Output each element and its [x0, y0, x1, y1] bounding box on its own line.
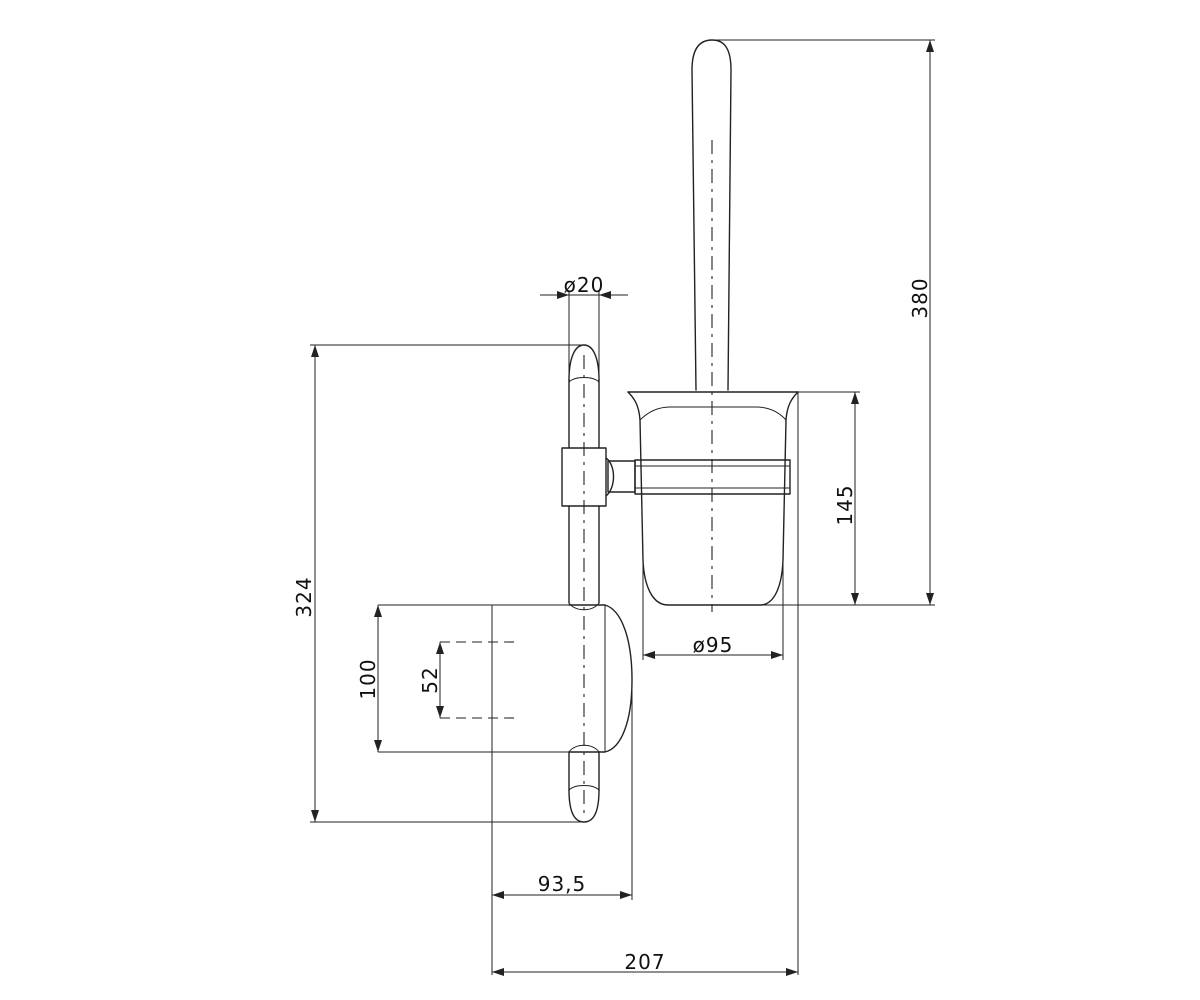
dim-label-380: 380 — [908, 277, 932, 318]
dim-label-52: 52 — [418, 666, 442, 693]
vertical-rail — [561, 344, 607, 823]
dim-label-145: 145 — [833, 484, 857, 525]
dim-label-dia95: ø95 — [693, 633, 734, 657]
dim-label-100: 100 — [356, 658, 380, 699]
dim-label-dia20: ø20 — [564, 273, 605, 297]
dimension-145: 145 — [798, 391, 860, 605]
dimension-52: 52 — [418, 642, 444, 718]
dim-label-207: 207 — [624, 950, 665, 974]
dimension-dia95: ø95 — [642, 560, 784, 660]
dimension-93-5: 93,5 — [491, 605, 633, 975]
dimension-100: 100 — [356, 605, 382, 752]
mounting-holes — [440, 641, 520, 719]
brush-handle — [691, 39, 732, 612]
dimension-324: 324 — [292, 344, 584, 823]
dimension-dia20: ø20 — [540, 273, 628, 380]
dim-label-93-5: 93,5 — [538, 872, 587, 896]
dim-label-324: 324 — [292, 576, 316, 617]
brush-cup — [627, 391, 799, 606]
dimension-380: 380 — [712, 39, 935, 606]
wall-bracket — [378, 604, 633, 753]
dimension-207: 207 — [492, 392, 799, 976]
holder-arm — [605, 457, 791, 497]
